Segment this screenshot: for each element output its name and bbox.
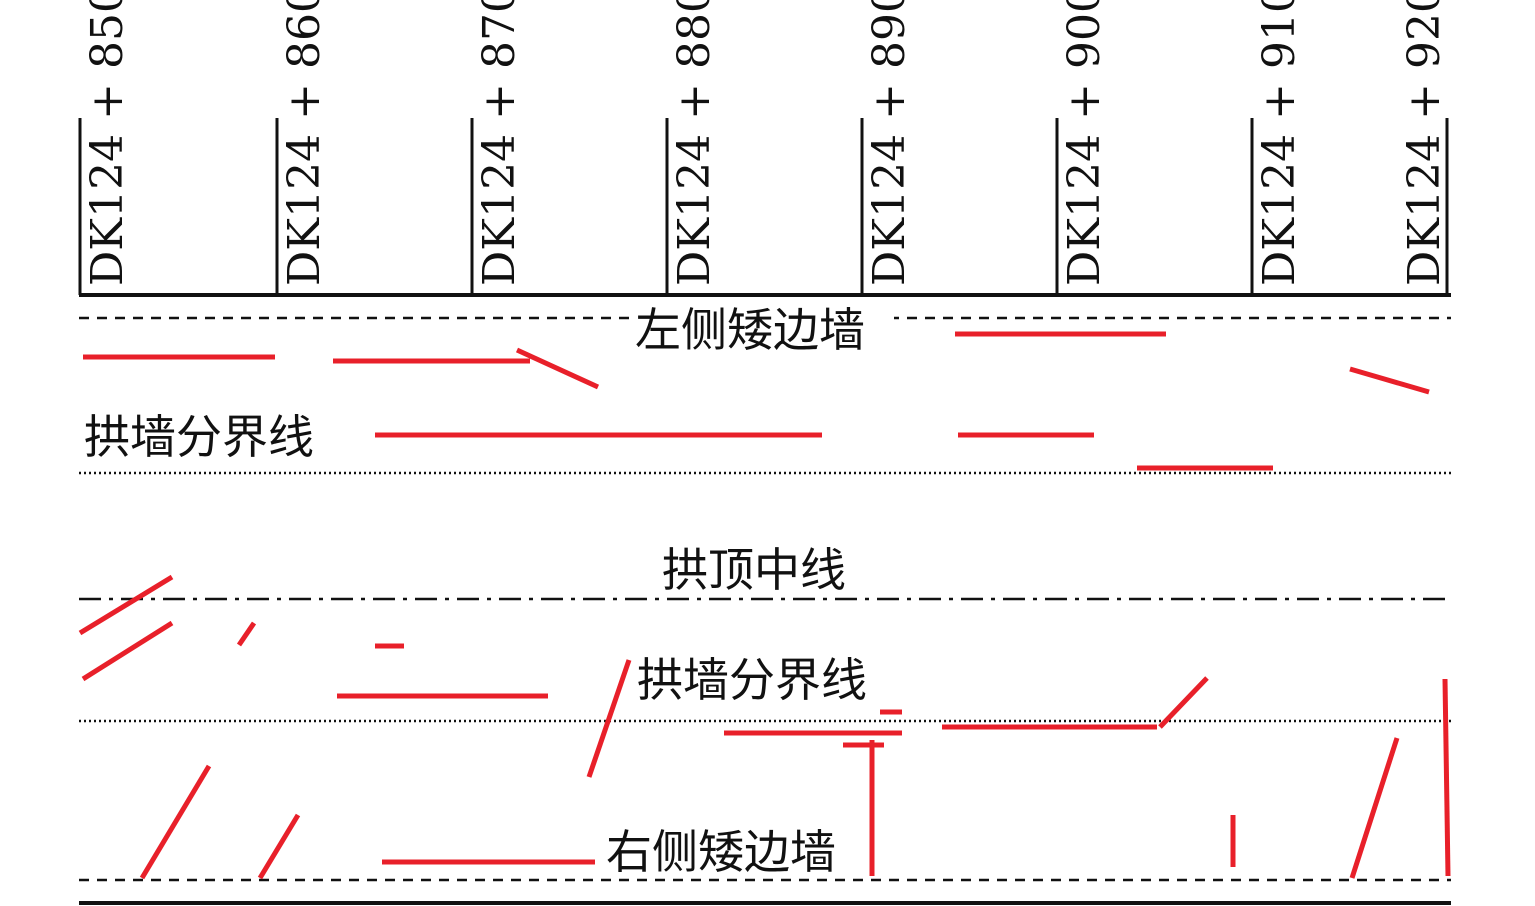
station-labels: DK124 + 850 DK124 + 860 DK124 + 870 DK124 +… bbox=[82, 0, 1450, 286]
crack-line bbox=[1349, 366, 1430, 395]
station-label: DK124 + 920 bbox=[1399, 0, 1450, 286]
station-label: DK124 + 910 bbox=[1254, 0, 1305, 286]
crack-line bbox=[1158, 676, 1209, 729]
station-ticks bbox=[78, 118, 1449, 295]
cracks bbox=[78, 331, 1451, 880]
crack-line bbox=[139, 764, 212, 880]
crack-line bbox=[78, 574, 174, 636]
crack-line bbox=[515, 347, 600, 390]
right-side-wall-label: 右侧矮边墙 bbox=[606, 825, 836, 879]
station-label: DK124 + 890 bbox=[864, 0, 915, 286]
crack-line bbox=[236, 621, 257, 647]
station-label: DK124 + 850 bbox=[82, 0, 133, 286]
crack-line bbox=[586, 659, 632, 778]
lower-arch-wall-boundary-label: 拱墙分界线 bbox=[637, 653, 867, 707]
crown-centerline-label: 拱顶中线 bbox=[662, 543, 846, 597]
station-label: DK124 + 860 bbox=[279, 0, 330, 286]
station-label: DK124 + 900 bbox=[1059, 0, 1110, 286]
crack-line bbox=[1349, 737, 1400, 879]
crack-line bbox=[81, 620, 174, 682]
left-side-wall-label: 左侧矮边墙 bbox=[635, 303, 865, 357]
station-label: DK124 + 880 bbox=[669, 0, 720, 286]
upper-arch-wall-boundary-label: 拱墙分界线 bbox=[84, 410, 314, 464]
crack-line bbox=[257, 813, 301, 880]
crack-line bbox=[1442, 678, 1451, 877]
station-label: DK124 + 870 bbox=[474, 0, 525, 286]
